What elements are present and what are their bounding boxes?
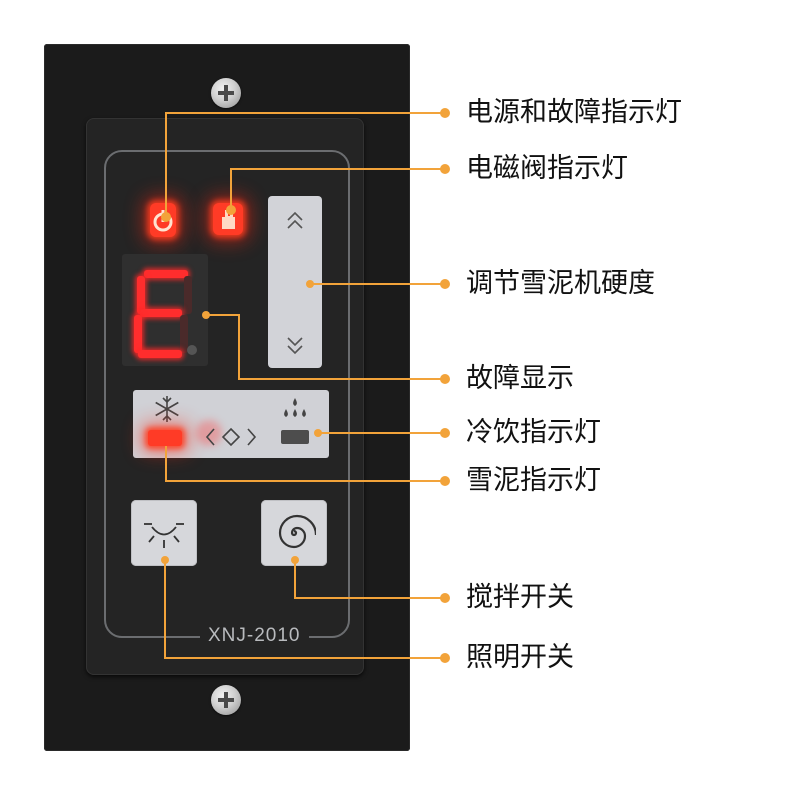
- callout-line-solenoid-h: [230, 168, 445, 170]
- callout-dot-power-end: [440, 108, 450, 118]
- callout-line-hardness: [310, 283, 445, 285]
- segment-a: [144, 270, 188, 278]
- chevron-up-icon[interactable]: [285, 210, 305, 232]
- decimal-point: [187, 345, 197, 355]
- callout-line-fault-h2: [238, 378, 445, 380]
- label-slush: 雪泥指示灯: [466, 464, 601, 498]
- cold-drink-indicator: [281, 430, 309, 444]
- label-power-fault: 电源和故障指示灯: [466, 96, 682, 130]
- callout-line-light-h: [164, 657, 445, 659]
- callout-line-cold: [318, 432, 445, 434]
- callout-line-power-h: [165, 112, 445, 114]
- slush-indicator: [148, 430, 182, 446]
- snowflake-icon: [152, 394, 182, 424]
- label-fault-display: 故障显示: [466, 362, 574, 396]
- spiral-icon: [272, 511, 316, 555]
- segment-e: [134, 315, 142, 353]
- label-stir: 搅拌开关: [466, 581, 574, 615]
- label-solenoid-valve: 电磁阀指示灯: [466, 152, 628, 186]
- callout-dot-slush-end: [440, 476, 450, 486]
- model-label: XNJ-2010: [200, 623, 309, 649]
- segment-d: [138, 350, 182, 358]
- callout-line-stir-h: [294, 597, 445, 599]
- bottom-screw: [211, 685, 241, 715]
- callout-dot-cold-end: [440, 428, 450, 438]
- label-light: 照明开关: [466, 641, 574, 675]
- light-icon: [140, 510, 188, 556]
- callout-dot-solenoid-end: [440, 164, 450, 174]
- chevron-down-icon[interactable]: [285, 334, 305, 356]
- callout-line-slush-h: [165, 480, 445, 482]
- segment-g: [140, 309, 182, 317]
- hardness-adjust-slider[interactable]: [268, 196, 322, 368]
- callout-line-power-v: [165, 112, 167, 216]
- diamond-arrows-icon[interactable]: [204, 424, 258, 450]
- callout-line-fault-h1: [206, 314, 240, 316]
- callout-line-fault-v: [238, 314, 240, 380]
- top-screw: [211, 78, 241, 108]
- water-drops-icon: [278, 396, 312, 422]
- callout-dot-hardness-end: [440, 279, 450, 289]
- callout-dot-fault-end: [440, 374, 450, 384]
- callout-dot-stir-end: [440, 593, 450, 603]
- callout-line-slush-v: [165, 446, 167, 482]
- segment-b: [184, 276, 192, 314]
- callout-dot-light-end: [440, 653, 450, 663]
- callout-line-light-v: [164, 560, 166, 658]
- callout-line-stir-v: [294, 560, 296, 598]
- callout-line-solenoid-v: [230, 168, 232, 210]
- label-cold-drink: 冷饮指示灯: [466, 416, 601, 450]
- label-hardness: 调节雪泥机硬度: [466, 267, 655, 301]
